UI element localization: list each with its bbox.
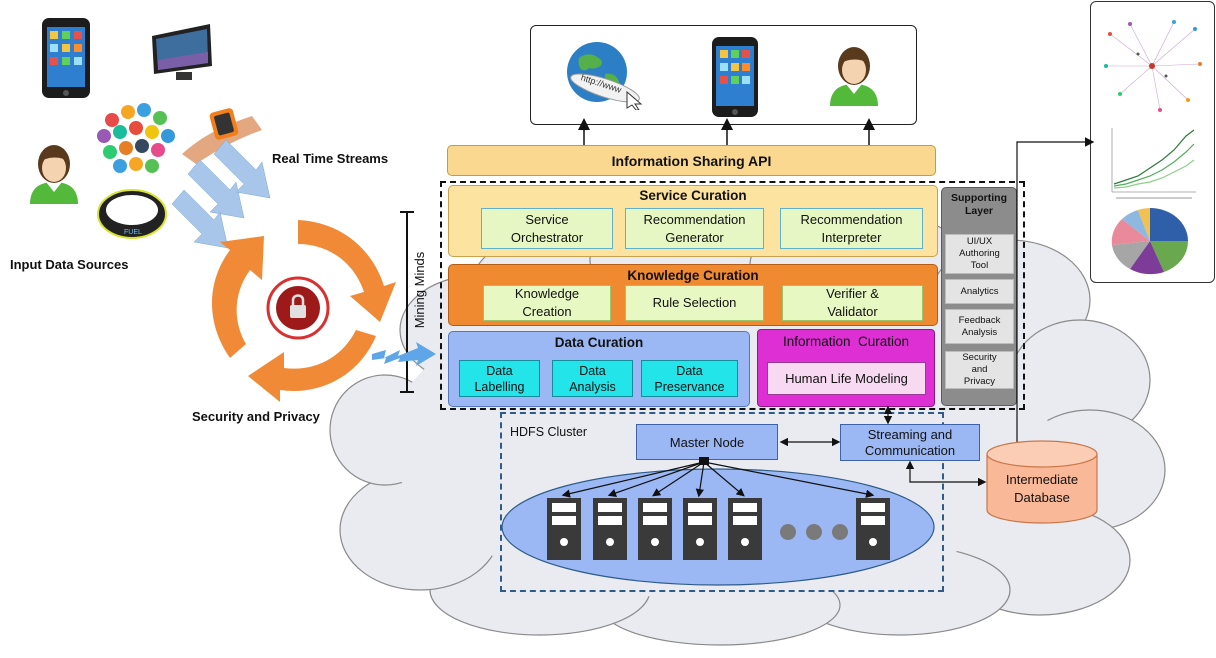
- recommendation-generator-line1: Recommendation: [643, 211, 746, 227]
- information-curation-layer: Information Curation Human Life Modeling: [757, 329, 935, 407]
- recommendation-interpreter-line2: Interpreter: [821, 229, 882, 245]
- uiux-line3: Tool: [970, 260, 989, 271]
- analytics-label: Analytics: [960, 285, 999, 297]
- intermediate-database-label: Intermediate Database: [985, 471, 1099, 507]
- hdfs-cluster-label: HDFS Cluster: [510, 425, 588, 439]
- security-module-line3: Privacy: [963, 376, 996, 387]
- rule-selection-label: Rule Selection: [652, 295, 737, 310]
- network-graph-icon: [1104, 20, 1202, 112]
- feedback-line2: Analysis: [961, 326, 998, 338]
- information-curation-title: Information Curation: [782, 334, 910, 349]
- framework-boundary: [440, 181, 1025, 410]
- tv-icon: [152, 24, 212, 80]
- real-time-streams-label: Real Time Streams: [272, 151, 389, 166]
- database-line2: Database: [1014, 490, 1070, 505]
- smartwatch-icon: [182, 108, 262, 164]
- uiux-line2: Authoring: [959, 248, 1000, 259]
- data-labelling-line1: Data: [486, 363, 513, 378]
- lightning-arrow-icon: [372, 342, 436, 366]
- app-cloud-icon: [97, 103, 175, 173]
- security-privacy-label: Security and Privacy: [192, 409, 320, 424]
- service-orchestrator-line2: Orchestrator: [510, 229, 584, 245]
- verifier-validator: Verifier & Validator: [782, 285, 923, 321]
- hdfs-connectors: [779, 405, 987, 487]
- analytics: Analytics: [945, 279, 1014, 304]
- globe-icon: http://www: [567, 42, 643, 110]
- security-module-line1: Security: [962, 352, 997, 363]
- verifier-validator-line2: Validator: [827, 304, 878, 319]
- supporting-title-line1: Supporting: [951, 192, 1007, 204]
- data-curation-title: Data Curation: [554, 335, 644, 350]
- data-labelling-line2: Labelling: [474, 379, 525, 394]
- person-icon: [830, 47, 878, 106]
- server-icon: [547, 498, 890, 560]
- information-sharing-api: Information Sharing API: [447, 145, 936, 176]
- streaming-line2: Communication: [864, 442, 956, 458]
- data-analysis-line2: Analysis: [569, 379, 616, 394]
- server-cluster: [501, 457, 935, 586]
- service-orchestrator-line1: Service: [525, 211, 569, 227]
- rule-selection: Rule Selection: [625, 285, 764, 321]
- security-cycle-icon: [212, 220, 396, 402]
- stream-arrows: [171, 140, 271, 249]
- mining-minds-label: Mining Minds: [410, 240, 430, 340]
- api-up-arrows: [578, 118, 875, 146]
- service-curation-title: Service Curation: [639, 188, 747, 203]
- security-module-line2: and: [971, 364, 988, 375]
- fitness-band-icon: FUEL: [97, 189, 167, 239]
- knowledge-curation-title: Knowledge Curation: [627, 268, 759, 283]
- pie-chart-icon: [1111, 208, 1189, 275]
- master-node-label: Master Node: [669, 434, 745, 450]
- svg-text:FUEL: FUEL: [124, 229, 142, 236]
- human-life-modeling: Human Life Modeling: [767, 362, 926, 395]
- lock-icon: [290, 305, 306, 318]
- mining-minds-text: Mining Minds: [412, 251, 427, 329]
- recommendation-generator-line2: Generator: [665, 229, 724, 245]
- intermediate-database-cylinder: [986, 440, 1098, 524]
- human-life-modeling-label: Human Life Modeling: [785, 371, 908, 386]
- data-preservance-line1: Data: [676, 363, 703, 378]
- verifier-validator-line1: Verifier &: [826, 286, 879, 301]
- supporting-title-line2: Layer: [964, 205, 994, 217]
- supporting-to-visualization-connector: [1016, 137, 1095, 448]
- hdfs-cluster-boundary: [500, 412, 944, 592]
- data-analysis-line1: Data: [579, 363, 606, 378]
- input-sources-label: Input Data Sources: [10, 257, 129, 272]
- data-preservance-line2: Preservance: [654, 379, 725, 394]
- smartphone-icon: [42, 18, 90, 98]
- supporting-layer-title: Supporting Layer: [942, 192, 1016, 218]
- feedback-line1: Feedback: [958, 314, 1001, 326]
- knowledge-creation-line2: Creation: [522, 304, 572, 319]
- mining-minds-bracket: [400, 211, 414, 393]
- recommendation-interpreter-line1: Recommendation: [800, 211, 903, 227]
- master-node: Master Node: [636, 424, 778, 460]
- database-line1: Intermediate: [1005, 472, 1079, 487]
- knowledge-creation-line1: Knowledge: [514, 286, 580, 301]
- line-chart-icon: [1111, 128, 1196, 199]
- person-icon: [30, 145, 78, 204]
- streaming-line1: Streaming and: [867, 426, 953, 442]
- api-label: Information Sharing API: [611, 152, 772, 169]
- uiux-line1: UI/UX: [966, 236, 993, 247]
- smartphone-icon: [712, 37, 758, 117]
